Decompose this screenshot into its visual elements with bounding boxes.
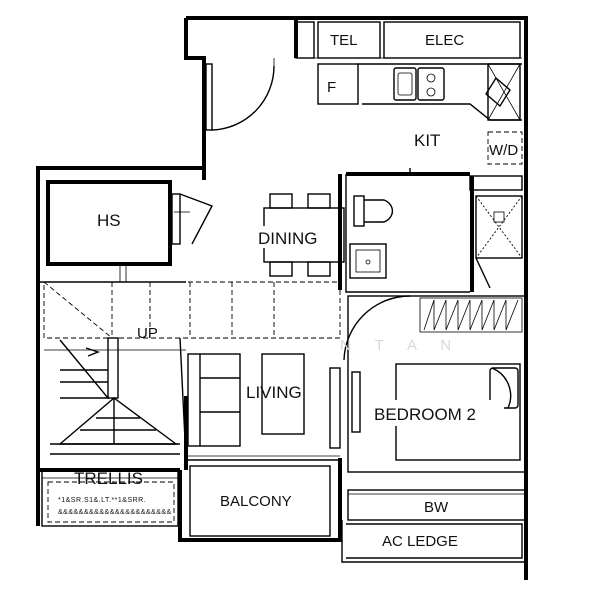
bedroom-2: BEDROOM 2: [347, 295, 527, 473]
tv-console: [329, 367, 341, 449]
tel-elec-cabinets: TEL ELEC: [295, 21, 522, 59]
basin-icon: [349, 243, 387, 279]
cooker-hood-icon: [485, 76, 511, 108]
shower-area: [475, 195, 523, 259]
elec-label: ELEC: [425, 32, 464, 49]
kitchen-label: KIT: [414, 131, 440, 150]
wardrobe: [419, 297, 523, 333]
bw-label: BW: [424, 499, 449, 516]
staircase: UP: [43, 281, 341, 455]
sofa: [187, 353, 241, 447]
bedroom2-label: BEDROOM 2: [374, 405, 476, 424]
hs-label: HS: [97, 211, 121, 230]
balcony: BALCONY: [189, 465, 331, 537]
trellis-note: &&&&&&&&&&&&&&&&&&&&&&: [58, 509, 172, 516]
bathroom-door-swing: [343, 295, 411, 361]
dining-label: DINING: [258, 229, 318, 248]
living-label: LIVING: [246, 383, 302, 402]
dining-chair: [307, 193, 331, 209]
toilet-icon: [353, 195, 365, 227]
bay-window: BW: [347, 489, 527, 521]
ac-ledge: AC LEDGE: [341, 520, 526, 563]
dining-area: DINING: [256, 193, 345, 277]
washer-dryer-label: W/D: [489, 142, 518, 159]
trellis-note: *1&SR.S1&.LT.**1&SRR.: [58, 497, 146, 504]
trellis-label: TRELLIS: [74, 469, 143, 488]
fridge-label: F: [327, 79, 336, 96]
tel-label: TEL: [330, 32, 358, 49]
watermark: N T A N: [340, 337, 461, 354]
interior-partitions: [38, 168, 342, 472]
living-area: LIVING: [186, 353, 341, 461]
balcony-label: BALCONY: [220, 493, 292, 510]
dining-chair: [269, 261, 293, 277]
hob-icon: [417, 67, 445, 101]
up-label: UP: [137, 325, 158, 342]
dining-chair: [269, 193, 293, 209]
washer-dryer: [487, 131, 523, 165]
household-shelter: HS: [46, 180, 213, 282]
ac-ledge-label: AC LEDGE: [382, 533, 458, 550]
coffee-table: [261, 353, 305, 435]
kitchen-area: F KIT W/D: [205, 58, 523, 165]
sink-icon: [393, 67, 417, 101]
trellis-area: TRELLIS *1&SR.S1&.LT.**1&SRR. &&&&&&&&&&…: [41, 469, 179, 527]
common-bathroom: [338, 168, 523, 361]
dining-chair: [307, 261, 331, 277]
entrance-door-swing: [211, 65, 275, 131]
